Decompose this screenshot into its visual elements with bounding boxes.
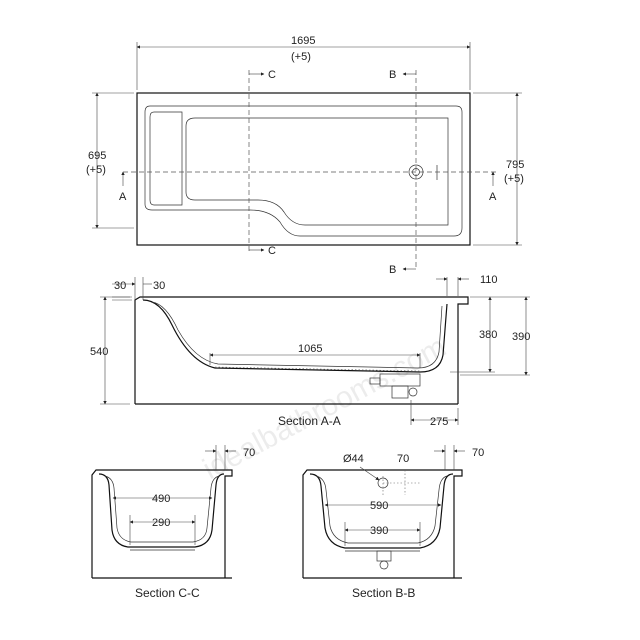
dim-1065: 1065 [298, 343, 322, 355]
marker-b-top: B [389, 69, 396, 81]
dim-380: 380 [479, 329, 497, 341]
marker-a-left: A [119, 191, 127, 203]
marker-b-bottom: B [389, 264, 396, 276]
section-cc: 70 490 290 Section C-C [91, 445, 255, 600]
section-aa-basin [142, 299, 448, 373]
plan-basin-floor [185, 117, 449, 226]
dim-length-value: 1695 [291, 35, 315, 47]
plan-outer-rim [136, 92, 471, 246]
plan-view: C C B B A A 1695 (+5) 695 (+5) 795 (+5) [86, 35, 524, 276]
section-bb-label: Section B-B [352, 586, 415, 600]
dim-390: 390 [512, 331, 530, 343]
section-bb-outline [302, 469, 463, 578]
section-bb-basin [309, 473, 454, 549]
dim-590: 590 [370, 500, 388, 512]
section-cc-outline [91, 469, 233, 578]
dim-width-left-value: 695 [88, 150, 106, 162]
bb-drain-fitting [376, 550, 392, 562]
dim-bb-44: Ø44 [343, 453, 364, 465]
dim-110: 110 [480, 274, 498, 286]
dim-290: 290 [152, 517, 170, 529]
dim-30-right: 30 [153, 280, 165, 292]
marker-c-bottom: C [268, 245, 276, 257]
dim-bb-70-b: 70 [472, 447, 484, 459]
section-cc-basin [98, 473, 225, 548]
dim-275: 275 [430, 416, 448, 428]
dim-30-left: 30 [114, 280, 126, 292]
dim-length-tolerance: (+5) [291, 51, 311, 63]
watermark-text: idealbathrooms.com [198, 330, 452, 486]
section-bb: Ø44 70 70 590 390 Section B-B [302, 445, 484, 600]
plan-headrest [149, 111, 183, 206]
dim-bb-70-a: 70 [397, 453, 409, 465]
dim-width-right-tolerance: (+5) [504, 173, 524, 185]
section-cc-label: Section C-C [135, 586, 200, 600]
dim-width-left-tolerance: (+5) [86, 164, 106, 176]
plan-basin-contour [144, 105, 463, 237]
section-aa-label: Section A-A [278, 414, 341, 428]
section-aa: 30 30 540 110 380 390 1065 275 Sectio [90, 274, 530, 428]
dim-bb-390: 390 [370, 525, 388, 537]
marker-a-right: A [489, 191, 497, 203]
dim-width-right-value: 795 [506, 159, 524, 171]
marker-c-top: C [268, 69, 276, 81]
dim-cc-70: 70 [243, 447, 255, 459]
dim-490: 490 [152, 493, 170, 505]
dim-540: 540 [90, 346, 108, 358]
